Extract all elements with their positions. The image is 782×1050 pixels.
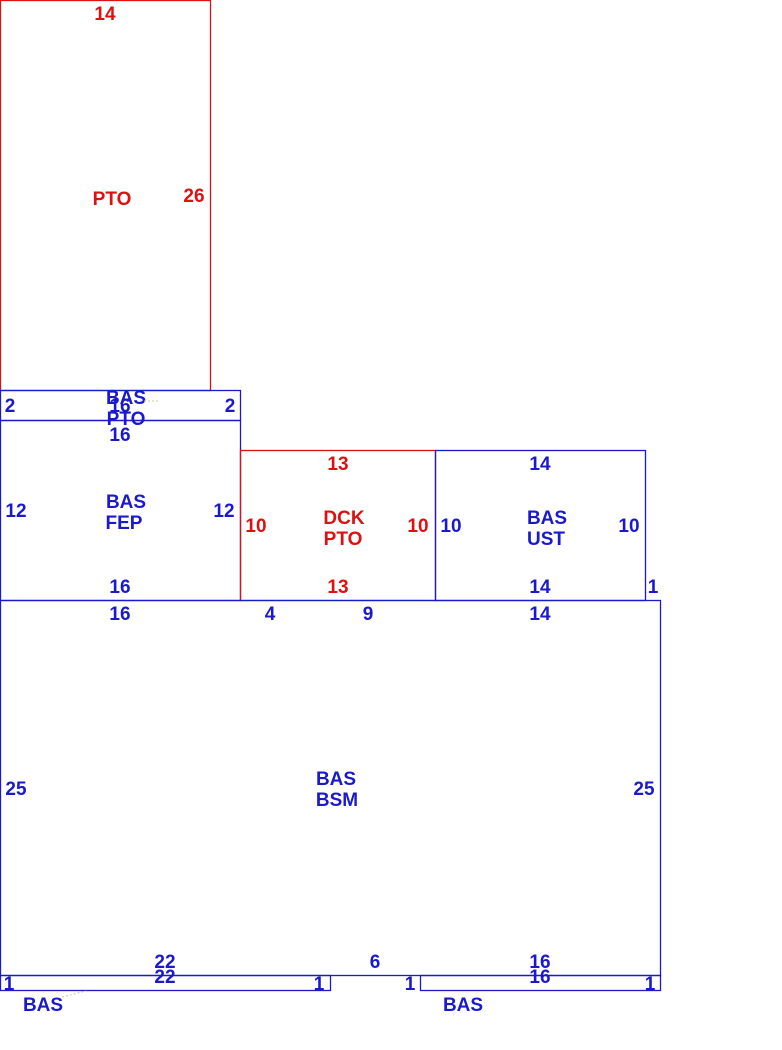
pto-top-dim-top: 14 [94,4,116,25]
bas-left-strip-dim-left: 1 [4,974,15,995]
dck-pto-name-2: PTO [324,529,363,550]
bas-bsm-dim-bottom-left: 22 [154,952,175,973]
bas-bsm-dim-top-mid2: 9 [363,604,374,625]
pto-top-dim-right: 26 [183,186,204,207]
bas-pto-name-1: BAS [106,388,146,409]
dck-pto-name-1: DCK [323,508,364,529]
bas-bsm-dim-top-mid1: 4 [265,604,276,625]
bas-right-strip-name: BAS [443,995,483,1016]
bas-bsm-dim-top-right: 14 [529,604,551,625]
bas-fep-dim-bottom: 16 [109,577,130,598]
bas-fep-dim-left: 12 [5,501,26,522]
bas-right-strip-dim-left: 1 [405,974,416,995]
bas-fep-dim-top: 16 [109,425,130,446]
bas-left-strip-outline [0,974,332,992]
bas-ust-dim-left: 10 [440,516,461,537]
bas-bsm-name-2: BSM [316,790,358,811]
bas-ust-dim-corner: 1 [648,577,659,598]
bas-ust-name-2: UST [527,529,565,550]
bas-ust-dim-top: 14 [529,454,551,475]
bas-bsm-dim-top-left: 16 [109,604,130,625]
dck-pto-dim-bottom: 13 [327,577,348,598]
bas-bsm-dim-bottom-right: 16 [529,952,550,973]
bas-pto-dim-center: 16 [109,396,130,417]
bas-ust-dim-right: 10 [618,516,639,537]
bas-right-strip-outline [419,974,662,992]
bas-bsm-name-1: BAS [316,769,356,790]
bas-fep-name-2: FEP [106,513,143,534]
bas-pto-dim-right: 2 [225,396,236,417]
bas-ust-dim-bottom: 14 [529,577,551,598]
bas-bsm-dim-bottom-mid: 6 [370,952,381,973]
bas-bsm-dim-left: 25 [5,779,27,800]
bas-pto-dim-left: 2 [5,396,16,417]
bas-ust-name-1: BAS [527,508,567,529]
dck-pto-dim-top: 13 [327,454,348,475]
bas-left-strip-leader [61,990,87,998]
bas-left-strip-name: BAS [23,995,63,1016]
bas-right-strip-dim-top: 16 [529,967,550,988]
dck-pto-dim-right: 10 [407,516,428,537]
bas-fep-name-1: BAS [106,492,146,513]
pto-top-name: PTO [93,189,132,210]
bas-fep-dim-right: 12 [213,501,234,522]
bas-pto-name-2: PTO [107,409,146,430]
bas-bsm-dim-right: 25 [633,779,655,800]
bas-right-strip-dim-right: 1 [645,974,656,995]
bas-left-strip-dim-right: 1 [314,974,325,995]
bas-left-strip-dim-top: 22 [154,967,175,988]
dck-pto-dim-left: 10 [245,516,266,537]
